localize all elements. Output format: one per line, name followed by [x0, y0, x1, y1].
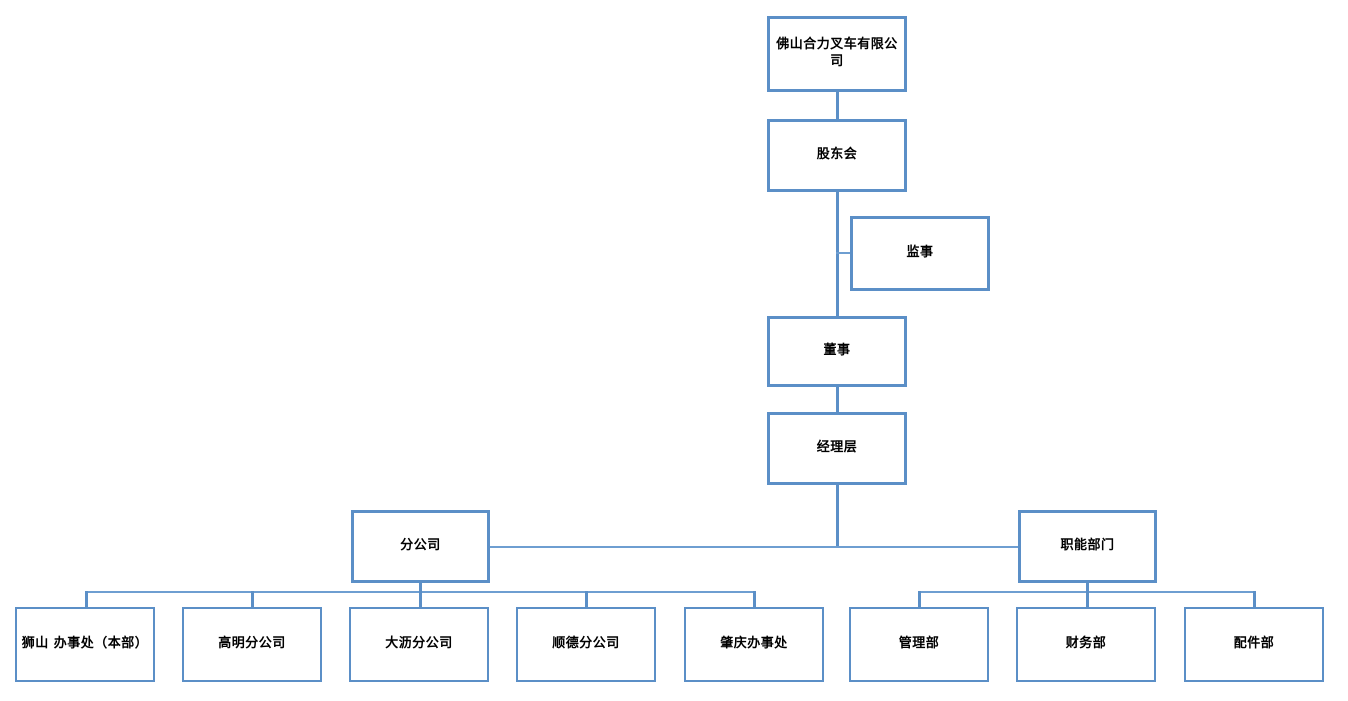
node-branches[interactable]: 分公司 — [351, 510, 490, 583]
node-dali-branch[interactable]: 大沥分公司 — [349, 607, 489, 682]
connector-drop-zhaoqing — [753, 591, 756, 608]
connector-drop-shunde — [585, 591, 588, 608]
connector-functions-drop — [1086, 583, 1089, 593]
connector-management-drop — [836, 485, 839, 546]
node-parts-department[interactable]: 配件部 — [1184, 607, 1324, 682]
connector-drop-dali — [419, 591, 422, 608]
node-director[interactable]: 董事 — [767, 316, 907, 387]
connector-drop-parts — [1253, 591, 1256, 608]
connector-shareholders-director — [836, 192, 839, 316]
connector-drop-admin — [918, 591, 921, 608]
connector-drop-finance — [1086, 591, 1089, 608]
node-shareholders[interactable]: 股东会 — [767, 119, 907, 192]
connector-drop-shishan — [85, 591, 88, 608]
node-gaoming-branch[interactable]: 高明分公司 — [182, 607, 322, 682]
node-supervisor[interactable]: 监事 — [850, 216, 990, 291]
node-shunde-branch[interactable]: 顺德分公司 — [516, 607, 656, 682]
node-management[interactable]: 经理层 — [767, 412, 907, 485]
connector-drop-gaoming — [251, 591, 254, 608]
node-admin-department[interactable]: 管理部 — [849, 607, 989, 682]
node-functions[interactable]: 职能部门 — [1018, 510, 1157, 583]
connector-split-bar-right — [836, 546, 1018, 548]
node-company[interactable]: 佛山合力叉车有限公司 — [767, 16, 907, 92]
connector-split-bar-left — [490, 546, 838, 548]
node-finance-department[interactable]: 财务部 — [1016, 607, 1156, 682]
connector-trunk-supervisor — [836, 252, 852, 254]
node-zhaoqing-office[interactable]: 肇庆办事处 — [684, 607, 824, 682]
connector-branches-drop — [419, 583, 422, 593]
node-shishan-office[interactable]: 狮山 办事处（本部） — [15, 607, 155, 682]
connector-director-management — [836, 387, 839, 412]
connector-company-shareholders — [836, 92, 839, 119]
